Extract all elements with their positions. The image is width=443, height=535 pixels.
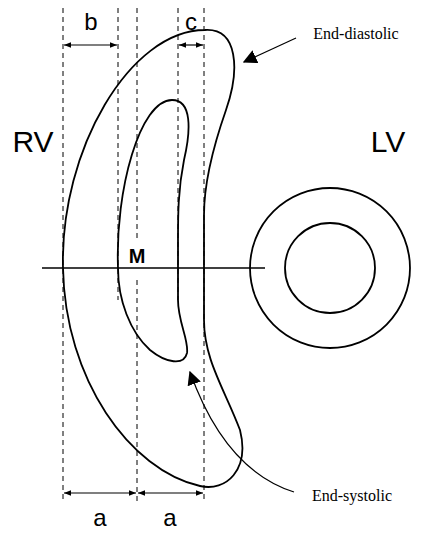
dimension-label: a xyxy=(163,506,176,530)
callout-label: End-diastolic xyxy=(313,26,398,42)
chamber-label: RV xyxy=(12,127,53,157)
dimension-arrow xyxy=(138,492,203,493)
dimension-arrow xyxy=(64,44,117,45)
dimension-arrow xyxy=(179,44,203,45)
dimension-label: c xyxy=(185,10,197,34)
lv-inner-circle xyxy=(285,223,375,313)
dimension-arrow xyxy=(64,492,136,493)
chamber-label: LV xyxy=(371,127,405,157)
leader-line xyxy=(190,372,294,492)
dimension-label: a xyxy=(93,506,106,530)
guide-line xyxy=(137,8,138,240)
dimension-label: b xyxy=(84,10,97,34)
end-systolic-outline xyxy=(118,100,189,361)
guide-line xyxy=(137,280,138,502)
callout-label: End-systolic xyxy=(312,488,392,504)
axis-line xyxy=(42,267,265,269)
end-diastolic-outline xyxy=(63,30,242,487)
point-label: M xyxy=(127,245,148,267)
lv-outer-circle xyxy=(250,188,410,348)
leader-line xyxy=(244,38,296,62)
